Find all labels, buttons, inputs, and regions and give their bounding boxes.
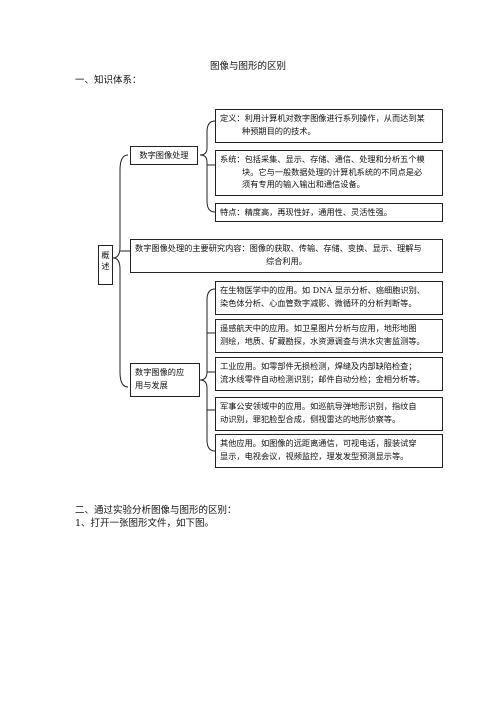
app-line-2: 染色体分析、心血管数字减影、微循环的分析判断等。 (220, 297, 417, 308)
app-line-2: 动识别，罪犯脸型合成，侧视雷达的地形侦察等。 (220, 413, 401, 424)
app-node-industrial: 工业应用。如零部件无损检测，焊缝及内部缺陷检查； 流水线零件自动检测识别；邮件自… (215, 357, 443, 391)
system-line-2: 块。它与一般数据处理的计算机系统的不同点是必 (242, 166, 423, 177)
app-line-1: 军事公安领域中的应用。如巡航导弹地形识别，指纹自 (220, 401, 417, 411)
research-line-2: 综合利用。 (266, 255, 307, 266)
app-line-1: 其他应用。如图像的远距离通信，可视电话，服装试穿 (220, 438, 417, 448)
branch-node-processing-label: 数字图像处理 (139, 150, 189, 160)
research-line-1: 数字图像处理的主要研究内容：图像的获取、传输、存储、变换、显示、理解与 (135, 243, 422, 253)
processing-brace (199, 120, 216, 213)
section-heading-knowledge-system: 一、知识体系： (75, 75, 142, 86)
app-line-2: 显示，电视会议，视频监控，理发发型预测显示等。 (220, 450, 409, 461)
node-research-content: 数字图像处理的主要研究内容：图像的获取、传输、存储、变换、显示、理解与 综合利用… (130, 239, 443, 273)
app-line-2: 测绘，地质、矿藏勘探，水资源调查与洪水灾害监测等。 (220, 335, 425, 346)
applications-label-line-1: 数字图像的应 (135, 367, 185, 377)
app-node-biomedical: 在生物医学中的应用。如 DNA 显示分析、癌细胞识别、 染色体分析、心血管数字减… (215, 281, 443, 315)
node-definition: 定义：利用计算机对数字图像进行系列操作，从而达到某 种预期目的的技术。 (215, 109, 443, 143)
app-line-2: 流水线零件自动检测识别；邮件自动分检；金相分析等。 (220, 373, 425, 384)
app-line-1: 在生物医学中的应用。如 DNA 显示分析、癌细胞识别、 (220, 285, 425, 295)
branch-node-applications: 数字图像的应 用与发展 (130, 363, 200, 397)
root-brace (112, 154, 129, 388)
features-text: 特点：精度高，再现性好，通用性、灵活性强。 (220, 207, 392, 217)
step-1-text: 1、打开一张图形文件，如下图。 (75, 518, 215, 529)
branch-node-processing: 数字图像处理 (130, 146, 198, 165)
system-line-1: 系统：包括采集、显示、存储、通信、处理和分析五个模 (220, 154, 425, 164)
root-node-overview: 概述 (98, 245, 113, 285)
section-heading-experiment: 二、通过实验分析图像与图形的区别： (75, 505, 237, 516)
definition-line-1: 定义：利用计算机对数字图像进行系列操作，从而达到某 (220, 113, 425, 123)
node-features: 特点：精度高，再现性好，通用性、灵活性强。 (215, 203, 443, 222)
root-node-label: 概述 (101, 250, 110, 272)
definition-line-2: 种预期目的的技术。 (242, 125, 316, 136)
applications-label-line-2: 用与发展 (135, 379, 168, 390)
applications-brace (199, 288, 216, 452)
app-line-1: 工业应用。如零部件无损检测，焊缝及内部缺陷检查； (220, 361, 417, 371)
node-system: 系统：包括采集、显示、存储、通信、处理和分析五个模 块。它与一般数据处理的计算机… (215, 150, 443, 196)
system-line-3: 须有专用的输入输出和通信设备。 (242, 179, 365, 190)
app-line-1: 遥感航天中的应用。如卫星图片分析与应用，地形地图 (220, 323, 417, 333)
page-title: 图像与图形的区别 (209, 61, 286, 72)
app-node-military: 军事公安领域中的应用。如巡航导弹地形识别，指纹自 动识别，罪犯脸型合成，侧视雷达… (215, 397, 443, 431)
app-node-remote-sensing: 遥感航天中的应用。如卫星图片分析与应用，地形地图 测绘，地质、矿藏勘探，水资源调… (215, 319, 443, 353)
app-node-other: 其他应用。如图像的远距离通信，可视电话，服装试穿 显示，电视会议，视频监控，理发… (215, 434, 443, 468)
